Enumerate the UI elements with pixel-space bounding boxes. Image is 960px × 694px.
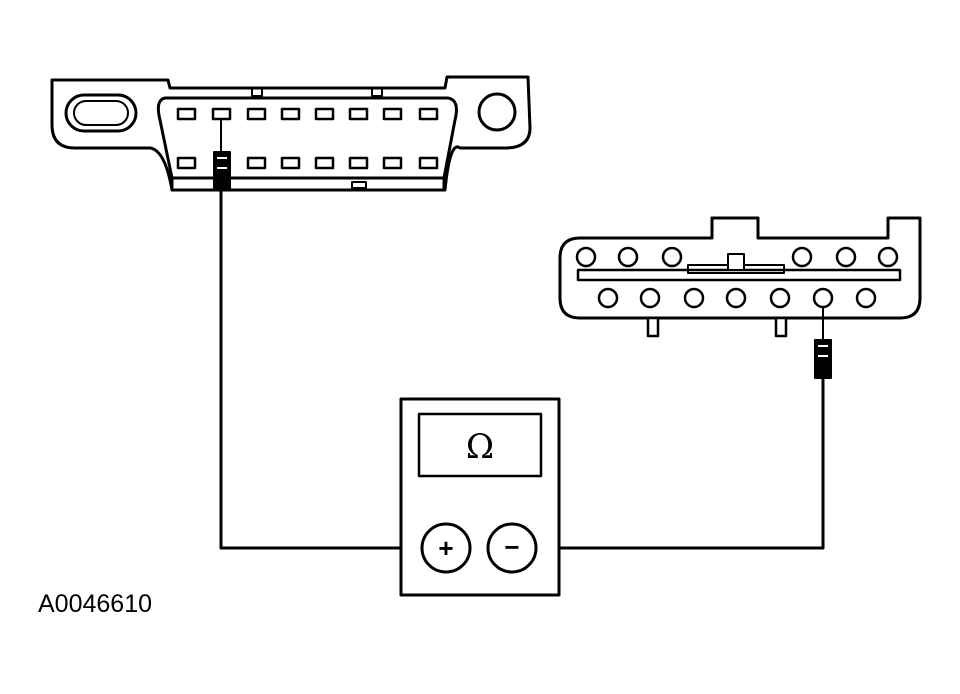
harness-post-right <box>774 316 788 338</box>
lead-positive <box>219 190 420 550</box>
dlc-connector <box>50 75 532 192</box>
dlc-flange <box>50 75 532 192</box>
harness-probe <box>814 307 832 379</box>
harness-cavities-top <box>575 246 899 268</box>
dlc-top-key-right <box>371 87 383 97</box>
dlc-bottom-latch <box>351 181 367 189</box>
dlc-top-key-left <box>251 87 263 97</box>
dlc-slot-hole <box>64 93 138 133</box>
harness-post-left <box>646 316 660 338</box>
figure-id-label: A0046610 <box>38 590 153 618</box>
dlc-pins-bottom <box>176 156 439 170</box>
harness-cavities-bottom <box>597 287 877 309</box>
harness-connector <box>558 216 922 379</box>
meter-display <box>417 412 543 478</box>
lead-negative <box>538 378 825 550</box>
ohmmeter <box>399 397 561 597</box>
dlc-round-hole <box>477 92 517 132</box>
positive-symbol: + <box>438 533 453 563</box>
negative-symbol: − <box>504 532 519 562</box>
dlc-probe <box>213 119 231 191</box>
ohm-symbol: Ω <box>466 427 494 467</box>
positive-terminal <box>420 522 472 574</box>
negative-terminal <box>486 522 538 574</box>
